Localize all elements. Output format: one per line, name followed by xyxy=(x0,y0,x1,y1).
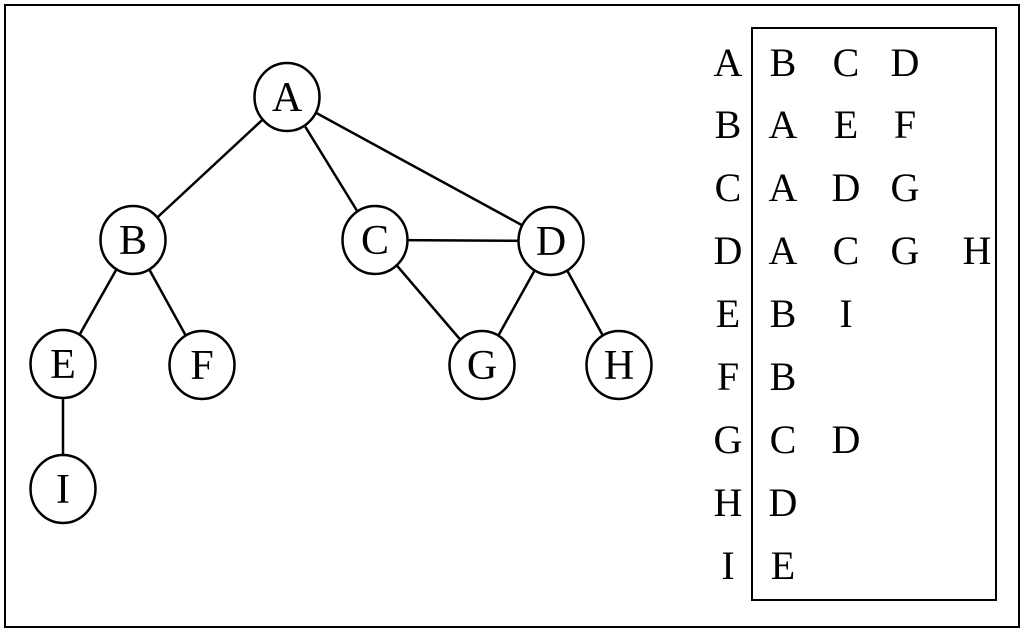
adjacency-neighbor: D xyxy=(890,39,920,85)
adjacency-row-vertex: H xyxy=(713,479,743,525)
graph-node-label: H xyxy=(604,343,634,389)
adjacency-neighbor: G xyxy=(890,228,920,274)
graph-edge xyxy=(286,95,552,243)
graph-node-label: F xyxy=(190,343,213,389)
graph-node-label: C xyxy=(361,218,389,264)
adjacency-neighbor: G xyxy=(890,165,920,211)
adjacency-neighbor: B xyxy=(769,39,797,85)
adjacency-neighbor: A xyxy=(768,102,798,148)
adjacency-neighbor: D xyxy=(768,479,798,525)
graph-nodes: A B C D E F G H I xyxy=(29,61,653,525)
adjacency-neighbor: B xyxy=(769,354,797,399)
graph-node-label: D xyxy=(536,219,566,265)
adjacency-row-vertex: F xyxy=(716,354,740,399)
graph-edge xyxy=(132,96,288,241)
adjacency-neighbor: B xyxy=(769,291,797,337)
adjacency-neighbor: E xyxy=(770,542,796,588)
adjacency-row-vertex: I xyxy=(721,542,735,588)
adjacency-neighbor: F xyxy=(893,102,917,148)
graph-node-label: E xyxy=(50,342,76,388)
graph-node xyxy=(341,204,409,276)
adjacency-row-vertex: E xyxy=(715,291,741,337)
adjacency-neighbor: D xyxy=(831,416,861,462)
adjacency-row-vertex: C xyxy=(714,165,742,211)
adjacency-neighbor: D xyxy=(831,165,861,211)
graph-node xyxy=(168,329,236,401)
adjacency-neighbor: C xyxy=(832,39,860,85)
graph-node-label: G xyxy=(467,343,497,389)
graph-node xyxy=(448,329,516,401)
graph-node xyxy=(29,453,97,525)
adjacency-neighbor: A xyxy=(768,165,798,211)
adjacency-neighbor: I xyxy=(839,291,853,337)
adjacency-row-vertex: B xyxy=(714,102,742,148)
graph-node xyxy=(253,61,321,133)
adjacency-neighbor: H xyxy=(962,228,992,274)
adjacency-neighbor: C xyxy=(832,228,860,274)
graph-node-label: I xyxy=(56,467,70,513)
adjacency-neighbor: C xyxy=(769,416,797,462)
adjacency-neighbor: E xyxy=(833,102,859,148)
adjacency-row-vertex: A xyxy=(713,39,743,85)
graph-node-label: A xyxy=(272,75,303,121)
adjacency-row-vertex: G xyxy=(713,416,743,462)
graph-node xyxy=(29,328,97,400)
graph-node xyxy=(99,204,167,276)
adjacency-neighbor: A xyxy=(768,228,798,274)
graph-node xyxy=(517,205,585,277)
adjacency-list-box xyxy=(751,27,997,601)
adjacency-row-vertex: D xyxy=(713,228,743,274)
graph-node-label: B xyxy=(119,218,147,264)
graph-node xyxy=(585,329,653,401)
